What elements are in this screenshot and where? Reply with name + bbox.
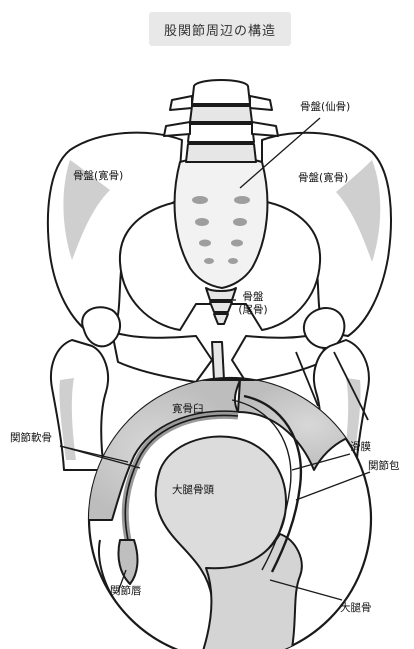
label-acetabulum: 寛骨臼: [172, 403, 204, 416]
label-labrum: 関節唇: [110, 585, 142, 598]
label-articular-cartilage: 関節軟骨: [10, 432, 52, 445]
pubic-rami: [112, 332, 212, 382]
coccyx: [206, 288, 236, 324]
label-synovium: 滑膜: [350, 441, 371, 454]
left-femoral-head: [82, 307, 120, 346]
label-sacrum: 骨盤(仙骨): [300, 101, 350, 114]
label-ilium-left: 骨盤(寛骨): [73, 170, 123, 183]
label-femur: 大腿骨: [340, 602, 372, 615]
label-ilium-right: 骨盤(寛骨): [298, 172, 348, 185]
label-joint-capsule: 関節包: [368, 460, 400, 473]
label-coccyx-line1: 骨盤: [236, 291, 270, 304]
label-coccyx-line2: (尾骨): [236, 304, 270, 317]
pubic-symphysis: [212, 342, 224, 380]
label-femoral-head: 大腿骨頭: [172, 484, 214, 497]
